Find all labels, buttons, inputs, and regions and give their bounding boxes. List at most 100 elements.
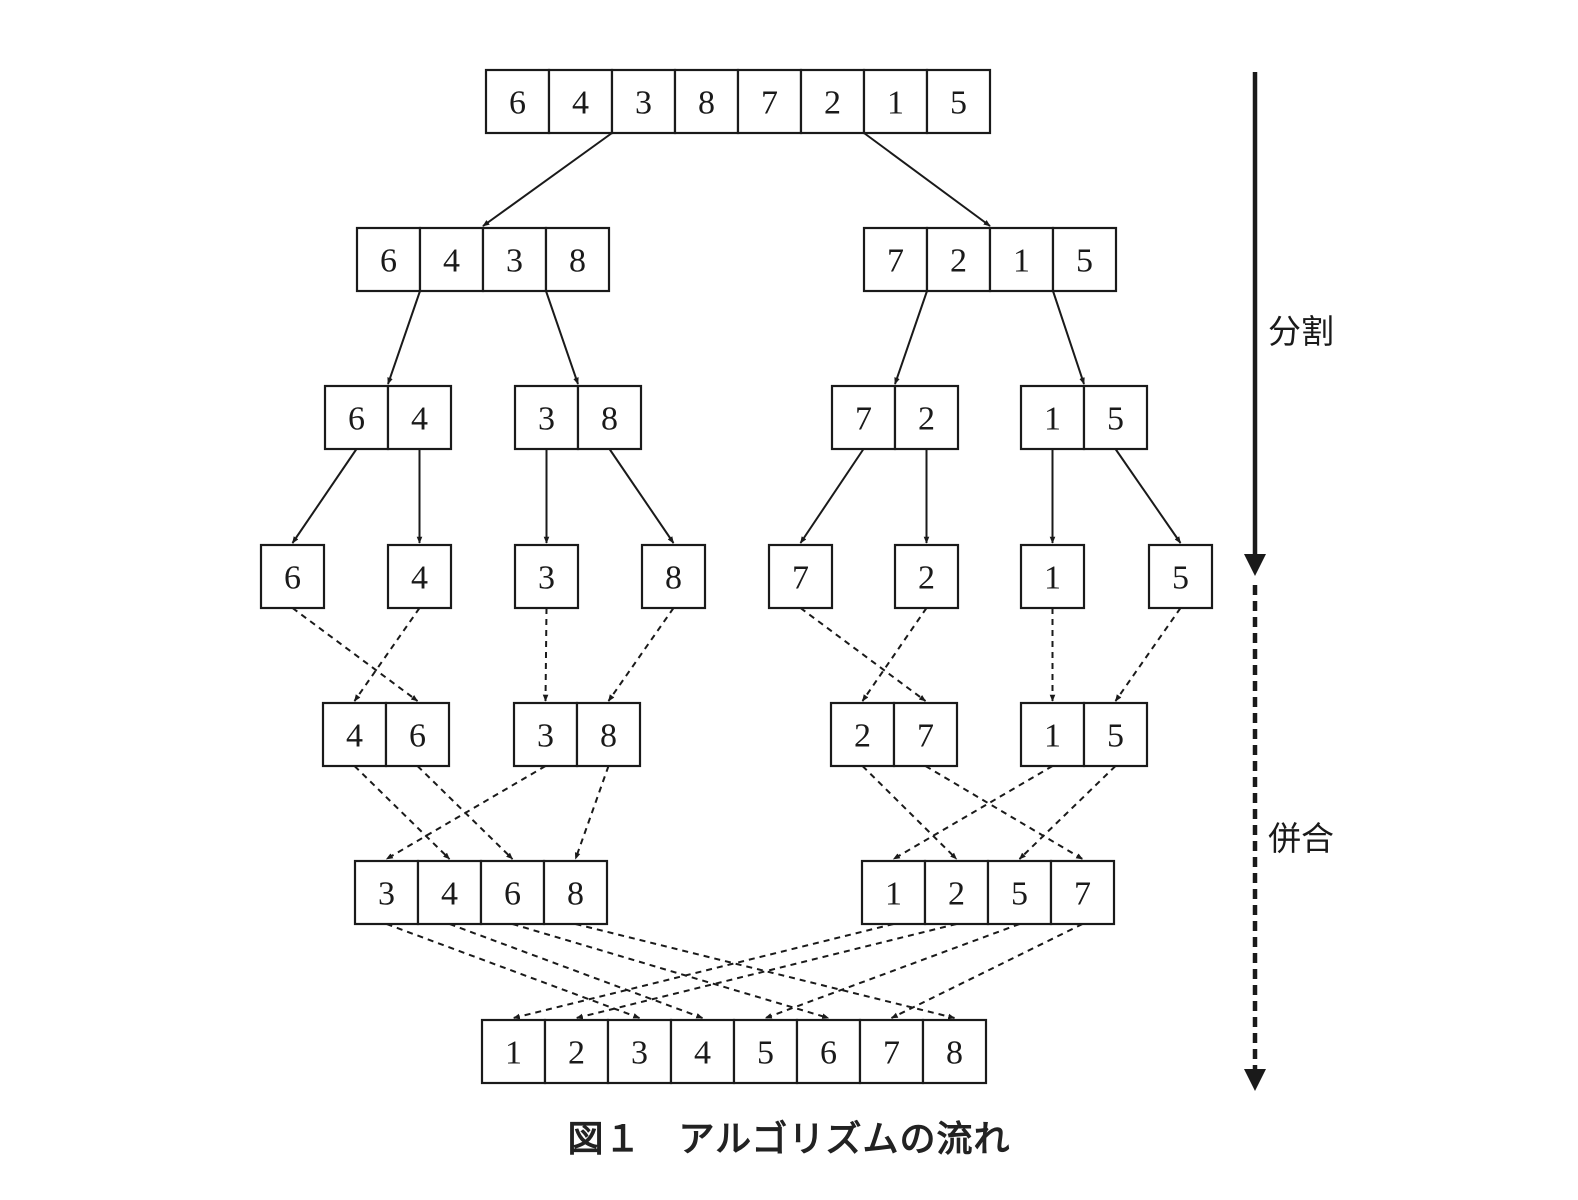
split-arrow [894,290,928,385]
merge-arrow [861,607,928,702]
cell-box [862,226,929,293]
cell-box [669,1018,736,1085]
array-cell: 3 [513,543,580,610]
cell-box [259,543,326,610]
array-cell: 4 [386,384,453,451]
cell-value: 4 [443,243,460,280]
cell-value: 6 [820,1035,837,1072]
cell-value: 3 [538,560,555,597]
cell-box [543,1018,610,1085]
array-cell: 5 [1082,384,1149,451]
cell-box [1082,701,1149,768]
array-cell: 3 [481,226,548,293]
cell-box [1147,543,1214,610]
singles-group-1: 6 [259,543,326,610]
array-cell: 1 [1019,543,1086,610]
cell-value: 1 [1044,718,1061,755]
cell-box [479,859,546,926]
cell-box [640,543,707,610]
cell-box [513,543,580,610]
cell-box [542,859,609,926]
cell-box [1019,384,1086,451]
cell-value: 3 [631,1035,648,1072]
cell-value: 6 [348,401,365,438]
merge-arrow [574,765,610,860]
cell-value: 4 [694,1035,711,1072]
cell-value: 4 [441,876,458,913]
cell-value: 1 [887,85,904,122]
array-cell: 5 [1082,701,1149,768]
cell-box [1049,859,1116,926]
cell-box [1082,384,1149,451]
cell-value: 7 [883,1035,900,1072]
cell-value: 3 [635,85,652,122]
cell-box [610,68,677,135]
array-cell: 2 [925,226,992,293]
array-cell: 1 [988,226,1055,293]
merge-arrow [1018,765,1117,860]
cell-box [484,68,551,135]
array-cell: 6 [384,701,451,768]
merge-arrow [512,923,894,1020]
array-cell: 5 [732,1018,799,1085]
merge-arrow [924,765,1084,860]
cell-box [925,68,992,135]
merge-arrow [512,923,830,1019]
cell-value: 8 [601,401,618,438]
cell-value: 2 [854,718,871,755]
cell-box [384,701,451,768]
cell-box [858,1018,925,1085]
array-cell: 2 [893,543,960,610]
cell-box [893,543,960,610]
merge-arrow [892,765,1054,860]
cell-value: 3 [537,718,554,755]
cell-value: 4 [346,718,363,755]
cell-value: 1 [1013,243,1030,280]
array-cell: 8 [673,68,740,135]
split-arrow [608,448,675,544]
split-phase-label: 分割 [1268,312,1334,351]
cell-value: 8 [946,1035,963,1072]
cell-value: 7 [917,718,934,755]
array-cell: 1 [860,859,927,926]
array-cell: 5 [1051,226,1118,293]
cell-value: 2 [918,401,935,438]
cell-value: 4 [411,560,428,597]
cell-value: 6 [504,876,521,913]
split-arrow [863,132,991,227]
cell-box [513,384,580,451]
array-cell: 3 [610,68,677,135]
cell-value: 7 [887,243,904,280]
singles-group-6: 2 [893,543,960,610]
cell-value: 8 [569,243,586,280]
cell-value: 7 [761,85,778,122]
cell-value: 8 [665,560,682,597]
merge-arrow [386,923,641,1019]
merge-arrow [353,607,421,702]
array-cell: 2 [829,701,896,768]
split-arrow [545,290,579,385]
array-cell: 1 [1019,701,1086,768]
cell-value: 8 [567,876,584,913]
cell-value: 7 [792,560,809,597]
cell-box [418,226,485,293]
merge-arrow [385,765,547,860]
singles-group-2: 4 [386,543,453,610]
array-cell: 2 [893,384,960,451]
cell-box [575,701,642,768]
cell-value: 1 [885,876,902,913]
cell-box [799,68,866,135]
array-cell: 7 [892,701,959,768]
cell-value: 6 [380,243,397,280]
cell-value: 5 [757,1035,774,1072]
array-cell: 4 [321,701,388,768]
split-arrow [482,132,613,227]
cell-box [355,226,422,293]
